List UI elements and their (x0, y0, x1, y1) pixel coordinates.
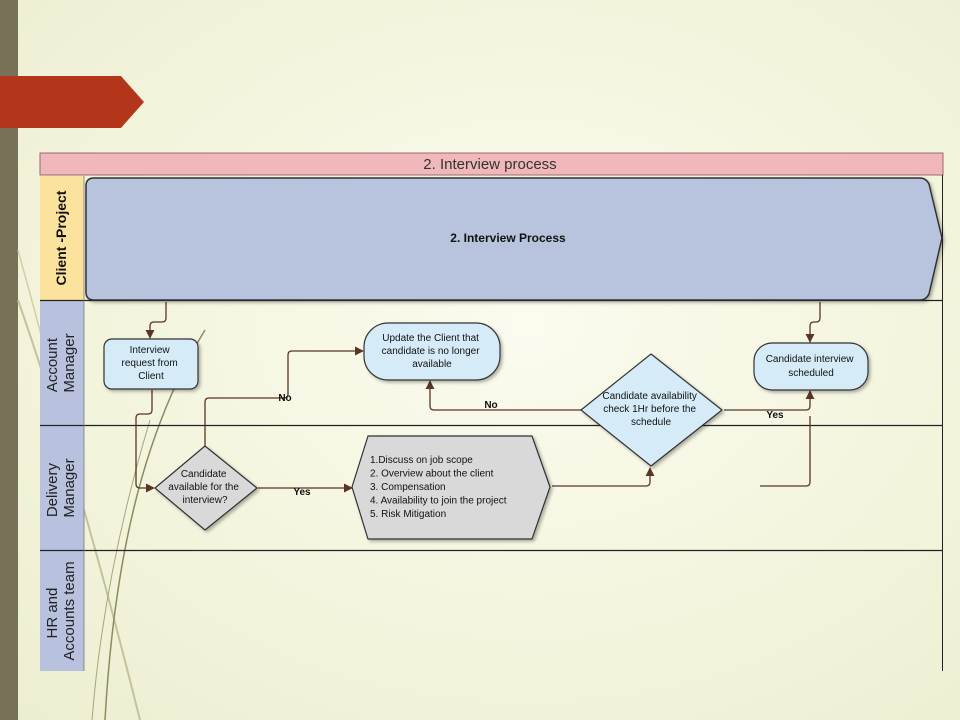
edge-request-to-available (135, 390, 155, 493)
discussion-process-node[interactable] (351, 435, 551, 540)
interview-process-label: 2. Interview Process (450, 231, 566, 245)
lane-label-account: Account Manager (44, 333, 78, 392)
edge-available-no (204, 346, 364, 446)
edge-connector (760, 416, 811, 487)
interview-request-label: Interview request from Client (122, 345, 181, 382)
lane-label-delivery: Delivery Manager (44, 458, 78, 517)
pool-title: 2. Interview process (423, 156, 556, 173)
left-accent-bar (0, 0, 18, 720)
availability-check-label: Candidate availability check 1Hr before … (602, 391, 699, 428)
pool-header (39, 152, 944, 176)
edge-label-no: No (278, 393, 291, 404)
candidate-available-decision[interactable] (154, 445, 258, 531)
lane-header-account (40, 301, 84, 425)
edge-process-to-scheduled (805, 302, 821, 343)
lane-label-hr: HR and Accounts team (44, 561, 78, 660)
lane-label-client: Client -Project (53, 190, 69, 285)
lane-header-delivery (40, 426, 84, 550)
candidate-scheduled-label: Candidate interview scheduled (766, 354, 857, 379)
edge-process-to-request (145, 302, 167, 339)
candidate-available-label: Candidate available for the interview? (168, 469, 241, 506)
interview-process-shape[interactable] (85, 177, 943, 301)
edge-check-yes (724, 390, 815, 411)
discussion-process-label: 1.Discuss on job scope 2. Overview about… (370, 455, 509, 520)
candidate-scheduled-node[interactable] (753, 342, 869, 391)
lane-header-hr (40, 551, 84, 671)
update-client-label: Update the Client that candidate is no l… (382, 333, 483, 370)
arrow-tab-shape (0, 76, 144, 128)
edge-check-no (425, 380, 582, 411)
edge-label-yes: Yes (293, 487, 311, 498)
edge-discussion-to-check (552, 467, 655, 487)
edge-label-yes: Yes (766, 410, 784, 421)
update-client-node[interactable] (363, 322, 501, 381)
edge-label-no: No (484, 400, 497, 411)
availability-check-decision[interactable] (580, 353, 723, 467)
lane-header-client (40, 176, 84, 300)
interview-request-node[interactable] (103, 338, 199, 390)
